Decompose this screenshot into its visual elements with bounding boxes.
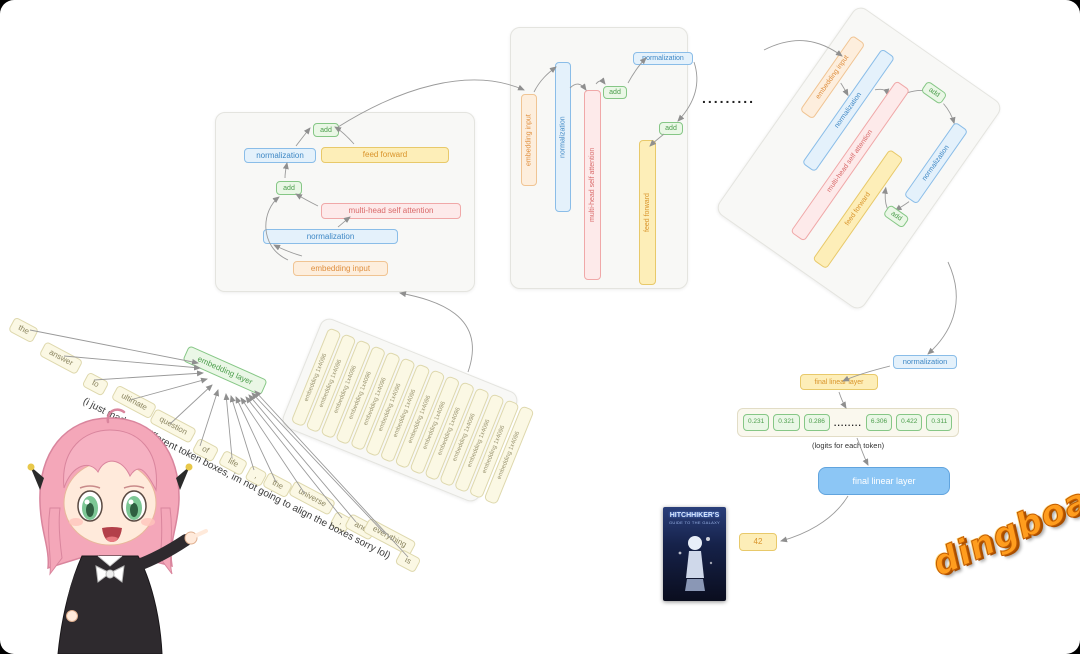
logits-row[interactable]: 0.231 0.321 0.286 ........ 6.306 0.422 0… <box>737 408 959 437</box>
transformer-block-panel-1[interactable]: add normalization feed forward add multi… <box>215 112 475 292</box>
feed-forward-node[interactable]: feed forward <box>321 147 449 163</box>
poster-title: HITCHHIKER'S <box>669 512 720 519</box>
transformer-block-panel-2[interactable]: embedding input normalization multi-head… <box>510 27 693 289</box>
add-node[interactable]: add <box>603 86 627 99</box>
logit-value-box[interactable]: 0.311 <box>926 414 953 431</box>
token-box[interactable]: answer <box>38 341 84 375</box>
normalization-node[interactable]: normalization <box>555 62 571 212</box>
feed-forward-node[interactable]: feed forward <box>639 140 656 285</box>
ellipsis-dots[interactable]: ......... <box>702 90 756 106</box>
embedding-input-node[interactable]: embedding input <box>521 94 537 186</box>
normalization-node[interactable]: normalization <box>903 121 969 205</box>
final-linear-layer-node-large[interactable]: final linear layer <box>818 467 950 495</box>
logit-ellipsis: ........ <box>833 417 862 428</box>
attention-node[interactable]: multi-head self attention <box>321 203 461 219</box>
answer-42-node[interactable]: 42 <box>739 533 777 551</box>
add-node[interactable]: add <box>276 181 302 195</box>
token-box[interactable]: is <box>394 548 422 574</box>
poster-figure-art <box>678 536 712 591</box>
embedding-layer-node[interactable]: embedding layer <box>182 345 268 396</box>
logit-value-box[interactable]: 0.422 <box>896 414 923 431</box>
add-node[interactable]: add <box>920 80 948 105</box>
logit-value-box[interactable]: 0.321 <box>773 414 800 431</box>
logit-value-box[interactable]: 0.231 <box>743 414 770 431</box>
normalization-node[interactable]: normalization <box>244 148 316 163</box>
token-box[interactable]: to <box>81 371 110 397</box>
token-box[interactable]: the <box>7 316 40 344</box>
hitchhikers-poster[interactable]: HITCHHIKER'S GUIDE TO THE GALAXY <box>663 507 726 601</box>
attention-node[interactable]: multi-head self attention <box>584 90 601 280</box>
normalization-node[interactable]: normalization <box>263 229 398 244</box>
transformer-block-panel-3[interactable]: embedding input normalization multi-head… <box>713 3 1005 313</box>
logits-caption: (logits for each token) <box>812 441 885 450</box>
normalization-node[interactable]: normalization <box>893 355 957 369</box>
add-node[interactable]: add <box>882 204 910 229</box>
add-node[interactable]: add <box>659 122 683 135</box>
embedding-input-node[interactable]: embedding input <box>293 261 388 276</box>
final-linear-layer-node[interactable]: final linear layer <box>800 374 878 390</box>
logit-value-box[interactable]: 6.306 <box>865 414 893 431</box>
logit-value-box[interactable]: 0.286 <box>803 414 830 431</box>
normalization-node[interactable]: normalization <box>633 52 693 65</box>
embeddings-panel[interactable]: embedding 1x4096 embedding 1x4096 embedd… <box>279 315 535 506</box>
poster-subtitle: GUIDE TO THE GALAXY <box>668 520 721 525</box>
add-node[interactable]: add <box>313 123 339 137</box>
anya-character-image[interactable] <box>10 408 210 654</box>
